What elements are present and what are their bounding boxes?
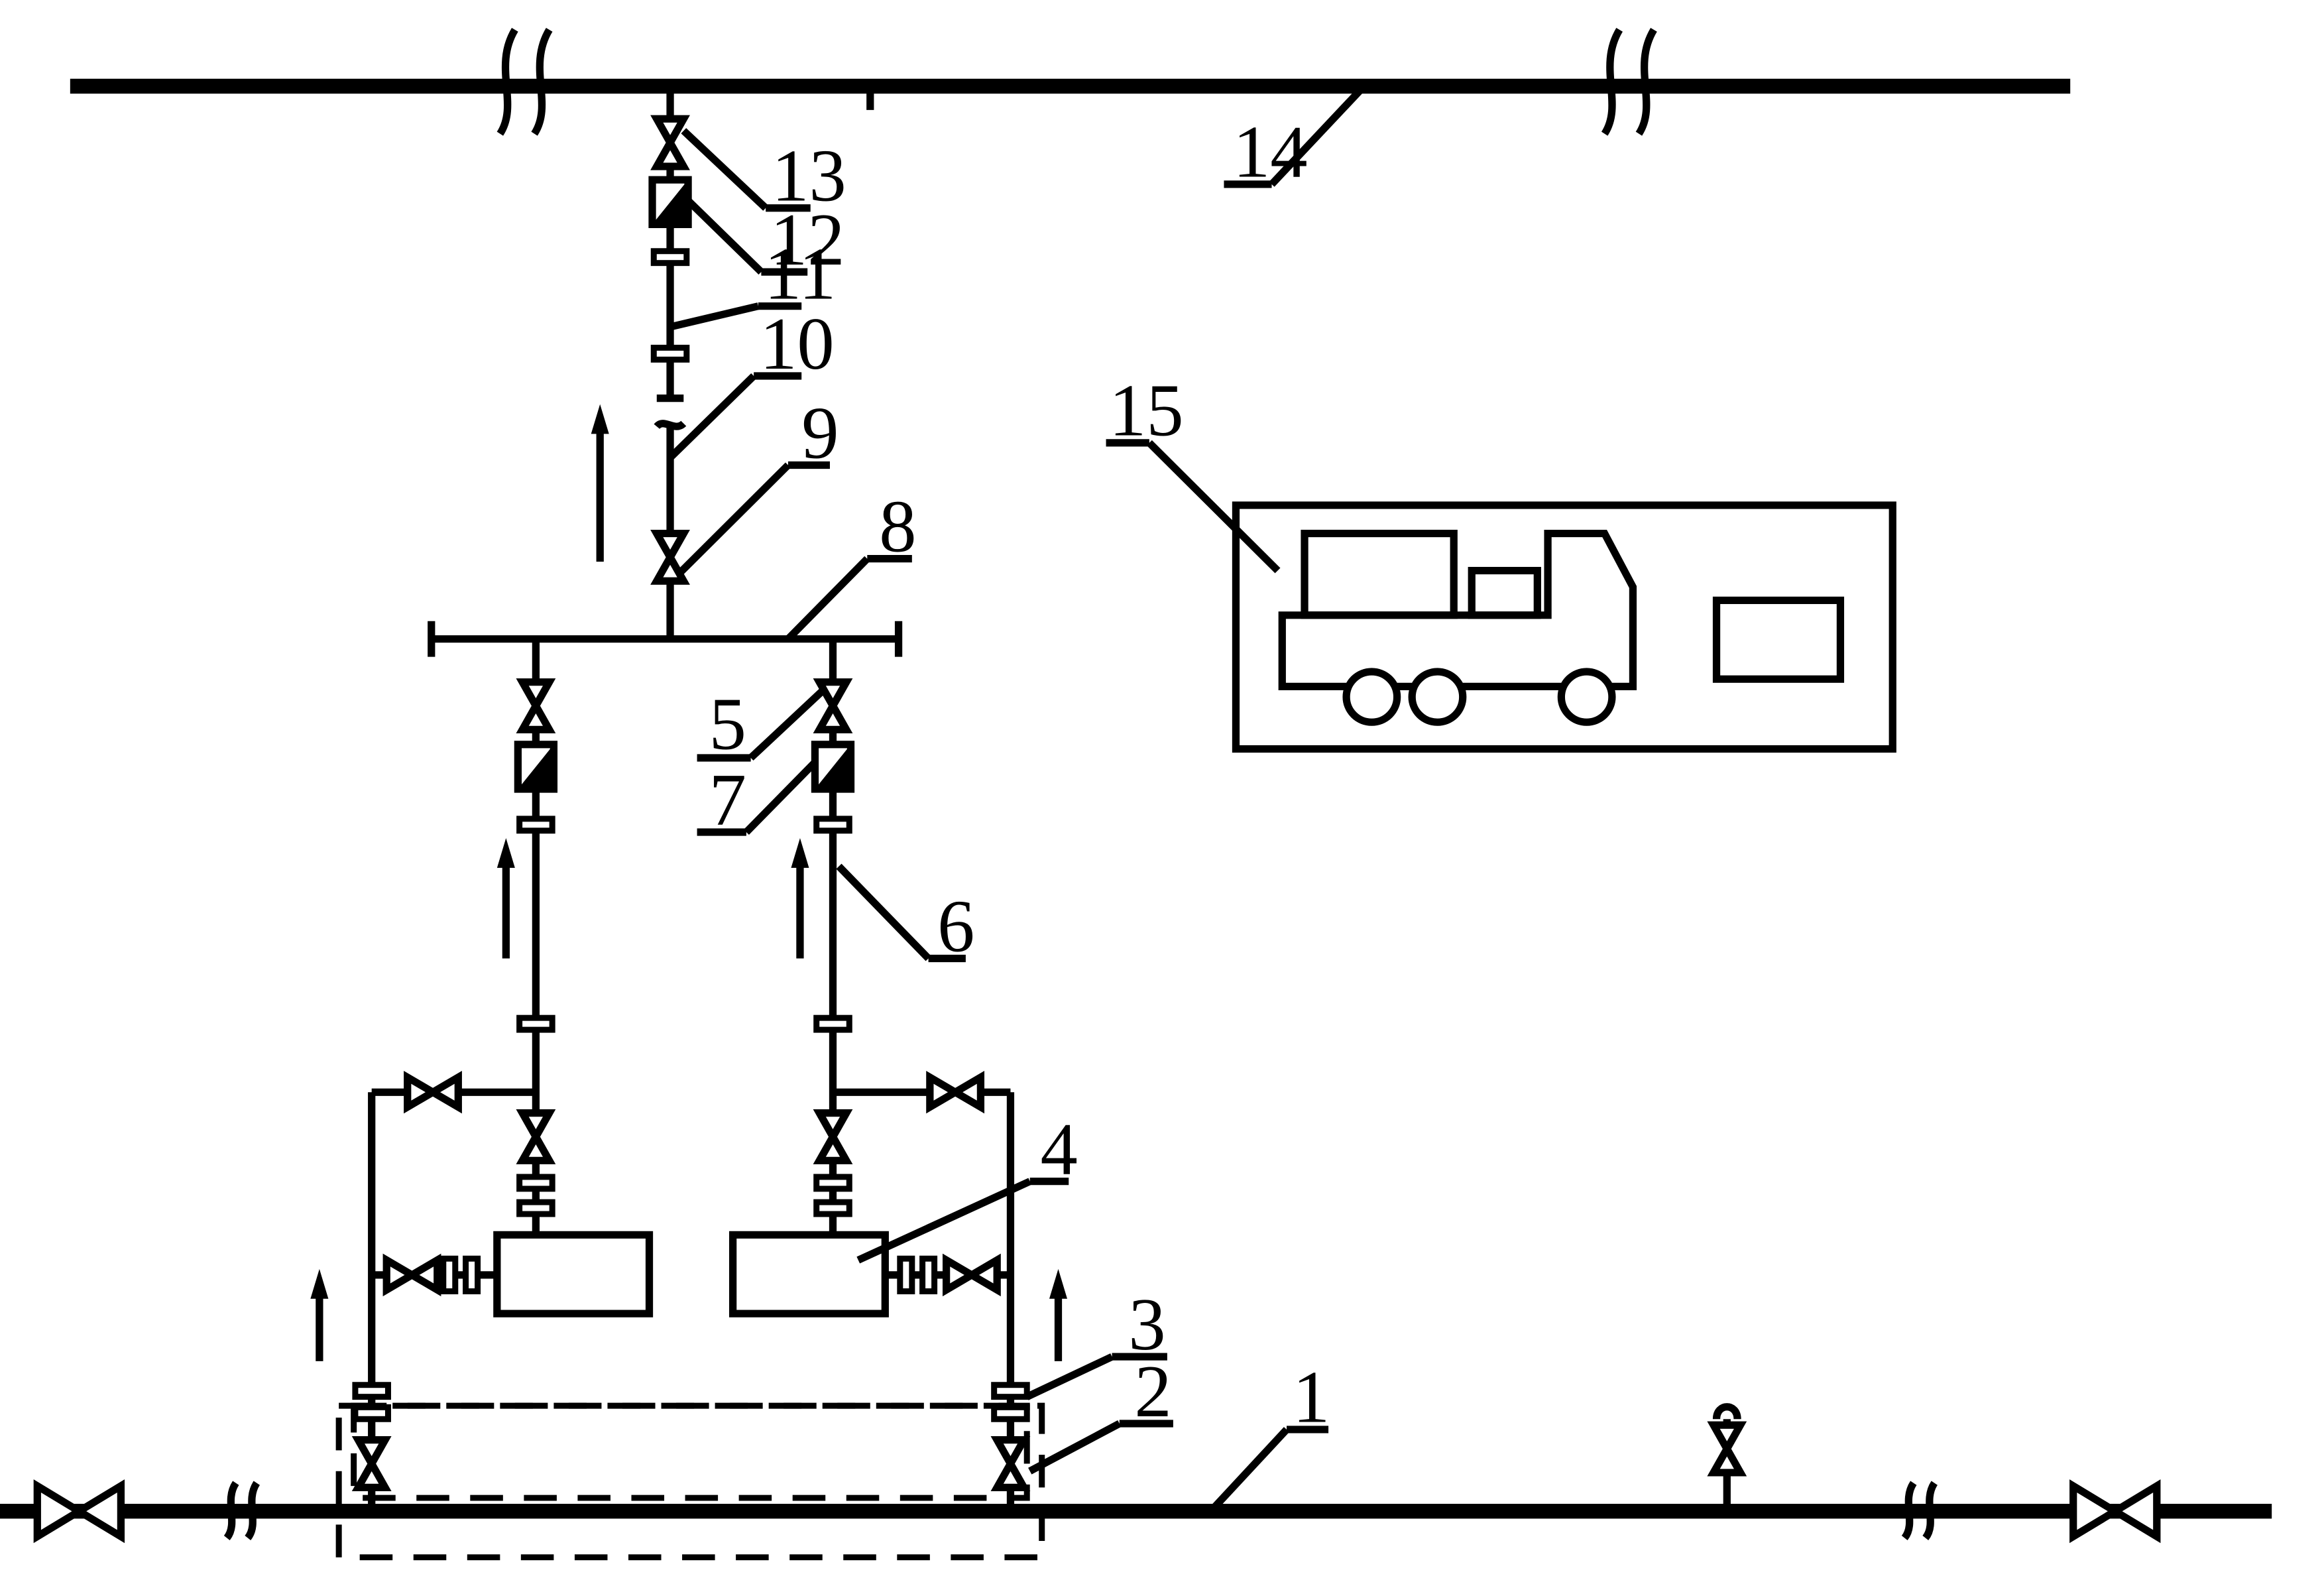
label-12: 12 <box>770 199 845 281</box>
label-1: 1 <box>1293 1357 1330 1439</box>
label-13: 13 <box>772 135 846 217</box>
label-6: 6 <box>937 886 974 968</box>
label-4: 4 <box>1040 1109 1077 1191</box>
truck-unit <box>1232 501 1896 753</box>
label-8: 8 <box>879 486 916 568</box>
label-11: 11 <box>764 233 836 316</box>
left-branch <box>355 639 654 1512</box>
label-15: 15 <box>1109 370 1184 452</box>
lower-pipeline <box>0 1403 2272 1541</box>
dashed-enclosure <box>335 1402 1045 1561</box>
transfer-riser <box>652 86 688 639</box>
upper-pipeline <box>70 27 2071 136</box>
label-2: 2 <box>1134 1351 1171 1433</box>
leader-lines <box>668 86 1364 1511</box>
dashed-enclosure-inner <box>351 1402 1030 1501</box>
label-7: 7 <box>709 759 746 841</box>
header-pipe <box>428 621 903 657</box>
label-9: 9 <box>801 393 839 475</box>
label-14: 14 <box>1233 111 1308 194</box>
label-5: 5 <box>709 684 746 766</box>
flow-arrows <box>310 404 1068 1361</box>
label-3: 3 <box>1128 1284 1165 1366</box>
label-10: 10 <box>760 303 835 385</box>
right-branch <box>728 639 1027 1512</box>
